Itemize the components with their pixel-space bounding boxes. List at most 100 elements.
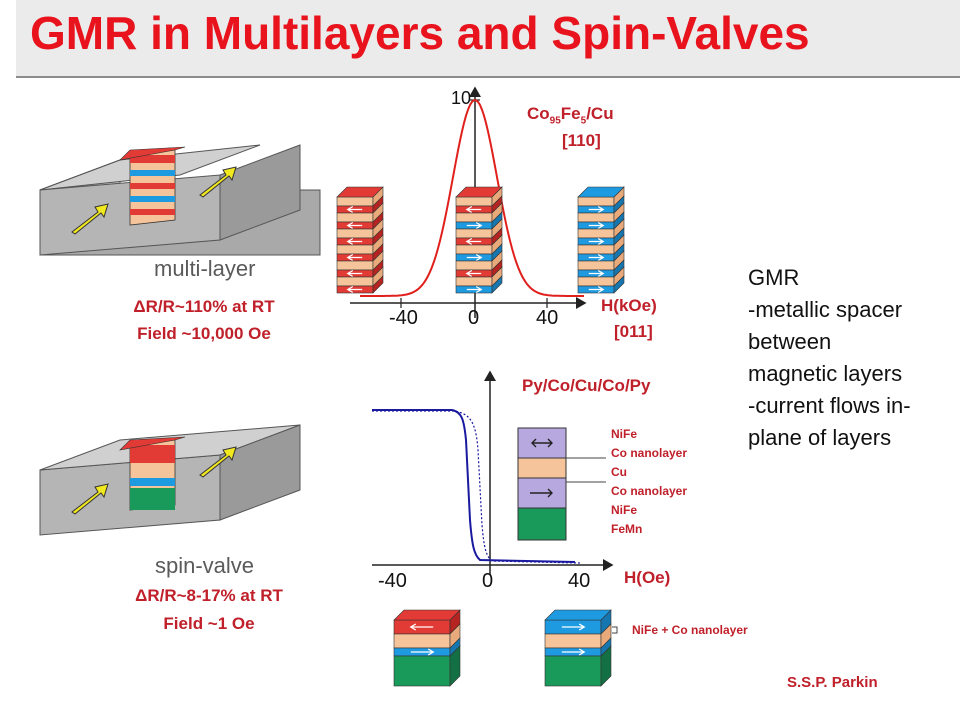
- stack-layer: [544, 633, 602, 649]
- layer-nife-1: NiFe: [611, 427, 638, 441]
- stack-layer: [393, 655, 451, 687]
- top-chart-orientation: [110]: [562, 131, 601, 150]
- notes-line-2: between: [748, 329, 832, 354]
- magnetization-arrow-icon: [465, 205, 482, 214]
- stack-layer: [455, 276, 493, 287]
- multilayer-label: multi-layer: [154, 256, 256, 281]
- stack-layer: [577, 244, 615, 255]
- top-x-label: H(kOe): [601, 296, 657, 315]
- magnetization-arrow-icon: [588, 253, 605, 262]
- stack-layer: [393, 633, 451, 649]
- stack-layer: [455, 196, 493, 207]
- layer-cu: Cu: [611, 465, 627, 479]
- stack-layer: [455, 228, 493, 239]
- hysteresis-curve-blue-2: [372, 410, 581, 564]
- spinvalve-layer-stack: [517, 427, 606, 541]
- magnetization-arrow-icon: [465, 237, 482, 246]
- stack-layer: [577, 276, 615, 287]
- spinvalve-dr: ΔR/R~8-17% at RT: [104, 586, 314, 606]
- stack-layer: [455, 260, 493, 271]
- stack-layer: [455, 212, 493, 223]
- stack-layer: [336, 260, 374, 271]
- magnetization-arrow-icon: [346, 269, 363, 278]
- stack-top: [393, 609, 461, 621]
- top-y-tick: 10: [451, 88, 472, 108]
- top-x-tick-neg40: -40: [389, 307, 418, 329]
- bottom-x-label: H(Oe): [624, 568, 671, 587]
- material-cu: /Cu: [586, 104, 614, 123]
- magnetization-arrow-icon: [588, 237, 605, 246]
- layer-list: NiFe Co nanolayer Cu Co nanolayer NiFe F…: [611, 425, 687, 539]
- magnetization-arrow-icon: [346, 205, 363, 214]
- spinvalve-dr-text: R/R~8-17% at RT: [147, 586, 283, 605]
- magnetization-arrow-icon: [588, 285, 605, 294]
- top-x-tick-0: 0: [468, 307, 480, 329]
- stack-layer: [577, 212, 615, 223]
- layer-co-2: Co nanolayer: [611, 484, 688, 498]
- bottom-x-tick-40: 40: [568, 570, 591, 592]
- material-fe: Fe: [560, 104, 581, 123]
- stack-top: [577, 186, 625, 198]
- stack-layer: [577, 228, 615, 239]
- material-co: Co: [527, 104, 550, 123]
- spinvalve-device: [39, 424, 301, 536]
- bottom-x-tick-0: 0: [482, 570, 494, 592]
- material-sub-5: 5: [580, 115, 587, 127]
- magnetization-arrow-icon: [588, 269, 605, 278]
- stack-layer-side: [491, 275, 503, 294]
- stack-layer: [336, 228, 374, 239]
- bottom-chart-axes: [372, 370, 614, 575]
- stack-layer-side: [613, 275, 625, 294]
- notes-line-1: -metallic spacer: [748, 297, 903, 322]
- magnetization-arrow-icon: [561, 623, 586, 631]
- multilayer-field: Field ~10,000 Oe: [137, 324, 271, 343]
- gmr-notes: GMR -metallic spacer between magnetic la…: [748, 262, 911, 454]
- stack-layer: [577, 260, 615, 271]
- stack-top: [544, 609, 612, 621]
- title-bar: [16, 0, 960, 78]
- stack-layer-side: [372, 275, 384, 294]
- stack-top: [336, 186, 384, 198]
- top-chart-material: Co95Fe5/Cu: [527, 104, 667, 126]
- bottom-stack-note: NiFe + Co nanolayer: [632, 623, 748, 637]
- delta-symbol: Δ: [135, 586, 148, 605]
- magnetization-arrow-icon: [346, 285, 363, 294]
- stack-top: [455, 186, 503, 198]
- delta-symbol: Δ: [133, 297, 146, 316]
- spinvalve-field: Field ~1 Oe: [163, 614, 255, 633]
- spinvalve-label: spin-valve: [155, 553, 255, 578]
- notes-line-5: plane of layers: [748, 425, 892, 450]
- stack-layer: [577, 196, 615, 207]
- bottom-chart-title: Py/Co/Cu/Co/Py: [522, 376, 651, 395]
- magnetization-arrow-icon: [561, 648, 586, 656]
- stack-layer-side: [600, 645, 612, 687]
- parallel-stack-right: [577, 186, 625, 294]
- multilayer-dr: ΔR/R~110% at RT: [104, 297, 304, 317]
- notes-line-3: magnetic layers: [748, 361, 903, 386]
- magnetization-arrow-icon: [588, 205, 605, 214]
- notes-line-4: -current flows in-: [748, 393, 911, 418]
- multilayer-dr-text: R/R~110% at RT: [145, 297, 275, 316]
- multilayer-device: [39, 144, 321, 256]
- magnetization-arrow-icon: [588, 221, 605, 230]
- gmr-curve-red: [360, 99, 584, 297]
- magnetization-arrow-icon: [346, 253, 363, 262]
- bottom-x-tick-neg40: -40: [378, 570, 407, 592]
- layer-co-1: Co nanolayer: [611, 446, 688, 460]
- magnetization-arrow-icon: [466, 285, 483, 294]
- page-title: GMR in Multilayers and Spin-Valves: [30, 7, 810, 59]
- stack-layer: [336, 212, 374, 223]
- credit: S.S.P. Parkin: [787, 674, 878, 691]
- notes-heading: GMR: [748, 265, 800, 290]
- magnetization-arrow-icon: [410, 648, 435, 656]
- layer-nife-2: NiFe: [611, 503, 638, 517]
- stack-layer: [544, 655, 602, 687]
- magnetization-arrow-icon: [409, 623, 434, 631]
- magnetization-arrow-icon: [346, 221, 363, 230]
- spinvalve-stack-parallel: [544, 609, 612, 687]
- antiparallel-stack-center: [455, 186, 503, 294]
- top-x-tick-40: 40: [536, 307, 559, 329]
- magnetization-arrow-icon: [346, 237, 363, 246]
- stack-layer: [336, 196, 374, 207]
- magnetization-arrow-icon: [466, 221, 483, 230]
